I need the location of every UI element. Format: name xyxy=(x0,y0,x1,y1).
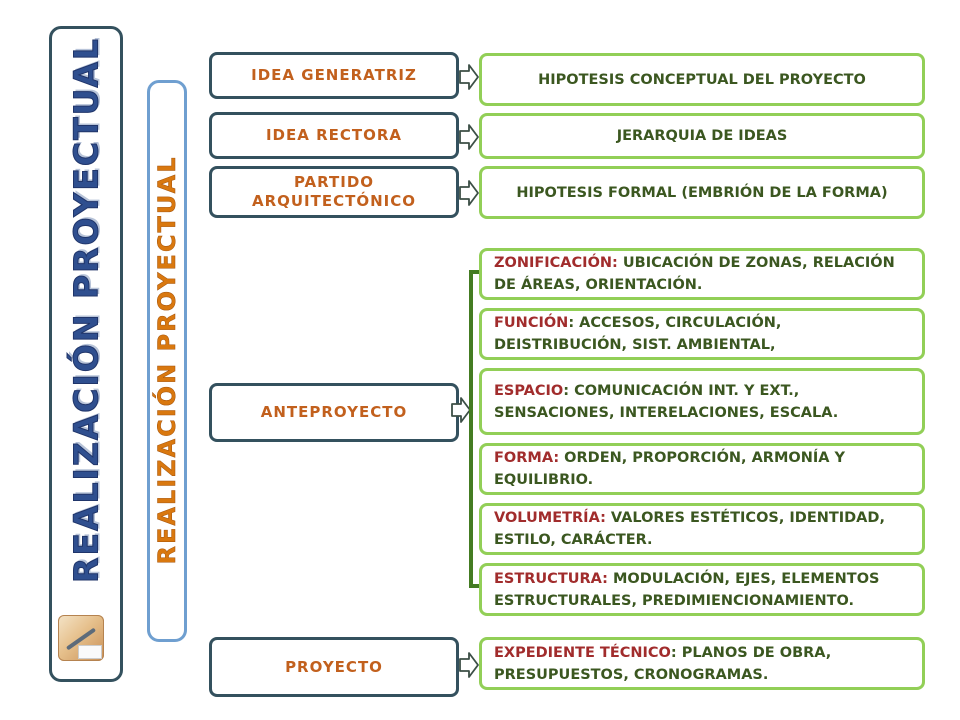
item-espacio: ESPACIO: COMUNICACIÓN INT. Y EXT., SENSA… xyxy=(479,368,925,435)
text-expediente-tecnico: : PLANOS DE OBRA, PRESUPUESTOS, CRONOGRA… xyxy=(494,644,832,683)
box-idea-rectora: IDEA RECTORA xyxy=(209,112,459,159)
arrow-right-icon xyxy=(451,397,471,423)
item-estructura: ESTRUCTURA: MODULACIÓN, EJES, ELEMENTOS … xyxy=(479,563,925,616)
item-expediente-tecnico: EXPEDIENTE TÉCNICO: PLANOS DE OBRA, PRES… xyxy=(479,637,925,690)
key-zonificacion: ZONIFICACIÓN: xyxy=(494,255,618,271)
arrow-right-icon xyxy=(459,64,479,90)
outer-vertical-title: REALIZACIÓN PROYECTUAL xyxy=(66,37,106,584)
text-hipotesis-formal: HIPOTESIS FORMAL (EMBRIÓN DE LA FORMA) xyxy=(516,184,888,201)
item-funcion: FUNCIÓN: ACCESOS, CIRCULACIÓN, DEISTRIBU… xyxy=(479,308,925,360)
text-zonificacion: UBICACIÓN DE ZONAS, RELACIÓN DE ÁREAS, O… xyxy=(494,255,895,293)
item-zonificacion: ZONIFICACIÓN: UBICACIÓN DE ZONAS, RELACI… xyxy=(479,248,925,300)
box-proyecto: PROYECTO xyxy=(209,637,459,697)
text-funcion: : ACCESOS, CIRCULACIÓN, DEISTRIBUCIÓN, S… xyxy=(494,315,782,353)
key-volumetria: VOLUMETRÍA: xyxy=(494,510,606,526)
inner-vertical-title: REALIZACIÓN PROYECTUAL xyxy=(153,155,182,565)
text-hipotesis-conceptual: HIPOTESIS CONCEPTUAL DEL PROYECTO xyxy=(538,71,866,88)
arrow-right-icon xyxy=(459,652,479,678)
label-partido-arquitectonico: PARTIDO ARQUITECTÓNICO xyxy=(251,173,417,210)
label-idea-rectora: IDEA RECTORA xyxy=(265,126,403,144)
text-estructura: MODULACIÓN, EJES, ELEMENTOS ESTRUCTURALE… xyxy=(494,570,880,609)
box-partido-arquitectonico: PARTIDO ARQUITECTÓNICO xyxy=(209,166,459,218)
key-funcion: FUNCIÓN xyxy=(494,315,569,331)
key-estructura: ESTRUCTURA: xyxy=(494,570,608,587)
label-proyecto: PROYECTO xyxy=(285,657,383,676)
arrow-right-icon xyxy=(459,124,479,150)
box-jerarquia-de-ideas: JERARQUIA DE IDEAS xyxy=(479,113,925,159)
hand-writing-image xyxy=(58,615,104,661)
text-forma: ORDEN, PROPORCIÓN, ARMONÍA Y EQUILIBRIO. xyxy=(494,450,846,488)
box-hipotesis-formal: HIPOTESIS FORMAL (EMBRIÓN DE LA FORMA) xyxy=(479,166,925,219)
label-idea-generatriz: IDEA GENERATRIZ xyxy=(251,66,417,84)
text-espacio: : COMUNICACIÓN INT. Y EXT., SENSACIONES,… xyxy=(494,382,839,421)
anteproyecto-bracket xyxy=(469,270,481,588)
arrow-right-icon xyxy=(459,180,479,206)
text-volumetria: VALORES ESTÉTICOS, IDENTIDAD, ESTILO, CA… xyxy=(494,510,885,548)
box-hipotesis-conceptual: HIPOTESIS CONCEPTUAL DEL PROYECTO xyxy=(479,53,925,106)
key-expediente-tecnico: EXPEDIENTE TÉCNICO xyxy=(494,644,671,661)
text-jerarquia-de-ideas: JERARQUIA DE IDEAS xyxy=(616,128,788,144)
box-idea-generatriz: IDEA GENERATRIZ xyxy=(209,52,459,99)
key-forma: FORMA: xyxy=(494,450,560,466)
label-anteproyecto: ANTEPROYECTO xyxy=(260,403,408,421)
item-volumetria: VOLUMETRÍA: VALORES ESTÉTICOS, IDENTIDAD… xyxy=(479,503,925,555)
outer-title-panel xyxy=(49,26,123,682)
item-forma: FORMA: ORDEN, PROPORCIÓN, ARMONÍA Y EQUI… xyxy=(479,443,925,495)
box-anteproyecto: ANTEPROYECTO xyxy=(209,383,459,442)
key-espacio: ESPACIO xyxy=(494,382,564,399)
inner-title-panel xyxy=(147,80,187,642)
